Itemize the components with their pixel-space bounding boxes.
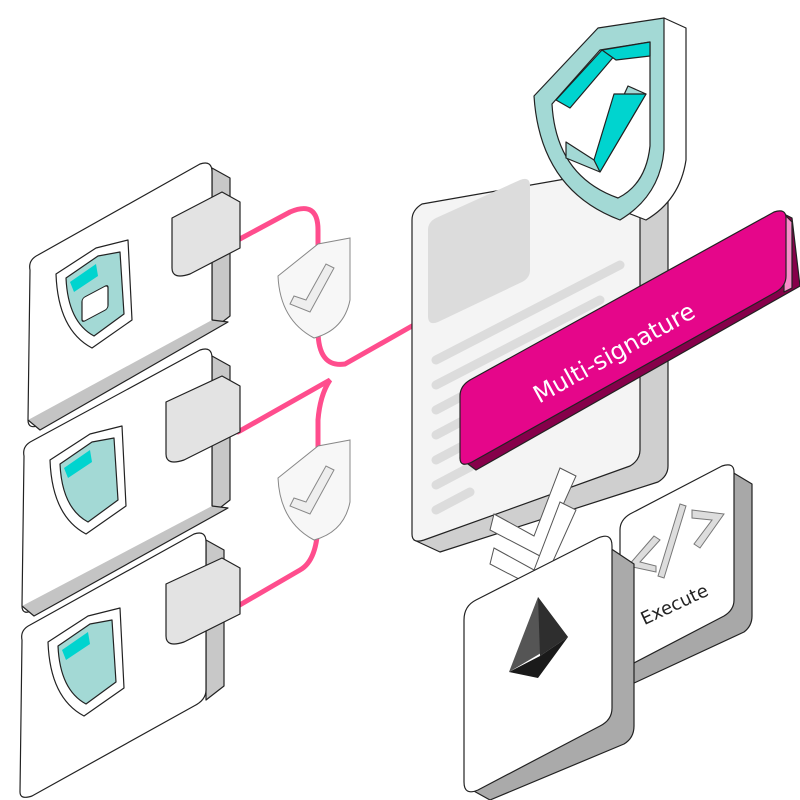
shield-lock-icon [49, 425, 127, 535]
approval-shield-1 [277, 237, 351, 339]
shield-lock-icon [55, 239, 133, 349]
big-shield-check [533, 17, 687, 221]
wallet-card-1 [27, 162, 241, 431]
shield-lock-icon [47, 607, 125, 717]
wallet-card-2 [21, 348, 241, 617]
code-brackets-icon [627, 503, 725, 579]
multisig-badge: Multi-signature [459, 210, 800, 471]
ethereum-icon [509, 597, 568, 678]
execute-tile: Execute [619, 464, 753, 685]
wallet-card-3 [19, 532, 241, 798]
ethereum-tile [463, 535, 635, 800]
approval-shield-2 [277, 439, 351, 541]
